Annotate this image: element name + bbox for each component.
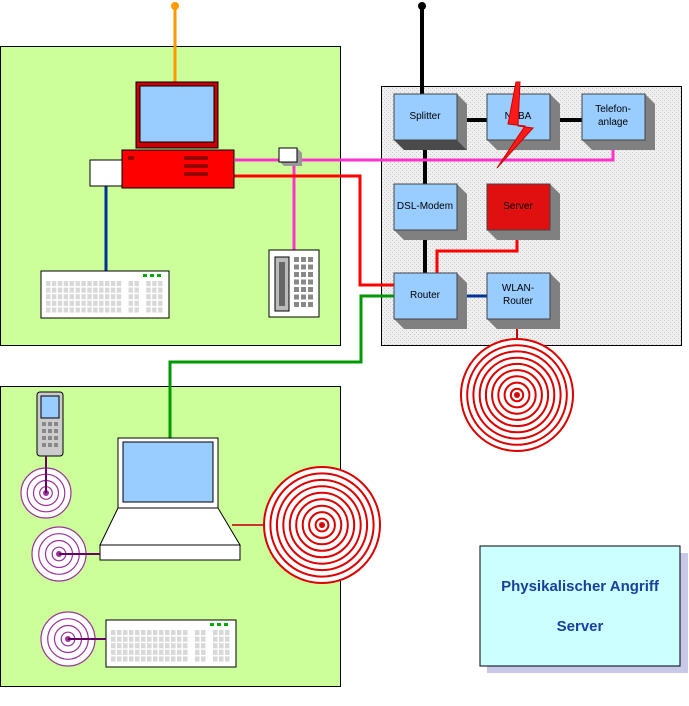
signal-rings-icon: [460, 338, 574, 452]
signal-rings-icon: [263, 466, 381, 584]
wlan-router-label-1: WLAN-: [502, 283, 534, 294]
desktop-computer-icon[interactable]: [89, 81, 235, 189]
ntba-box[interactable]: NTBA: [486, 93, 560, 150]
dsl-modem-box[interactable]: DSL-Modem: [393, 183, 467, 240]
wlan-router-box[interactable]: WLAN- Router: [486, 272, 560, 329]
mobile-phone-icon: [36, 391, 64, 457]
wlan-router-label-2: Router: [503, 296, 534, 307]
router-box[interactable]: Router: [393, 272, 467, 329]
laptop-icon[interactable]: [99, 437, 241, 561]
server-box[interactable]: Server: [486, 183, 560, 240]
telefonanlage-label-1: Telefon-: [595, 104, 631, 115]
attack-lightning-icon: [496, 81, 535, 169]
splitter-box[interactable]: Splitter: [393, 93, 467, 150]
title-box: Physikalischer Angriff Server: [479, 545, 688, 673]
title-line-2: Server: [557, 618, 604, 635]
cables: [104, 118, 615, 526]
title-line-1: Physikalischer Angriff: [501, 578, 660, 595]
splitter-label: Splitter: [409, 111, 441, 122]
telephone-icon: [268, 249, 320, 318]
device-links: [45, 456, 106, 640]
telefonanlage-box[interactable]: Telefon- anlage: [581, 93, 655, 150]
keyboard-icon: [40, 270, 170, 319]
uplink-black: [418, 2, 426, 96]
uplink-orange: [171, 2, 179, 83]
server-label: Server: [503, 201, 533, 212]
network-socket-icon: [278, 147, 302, 166]
telefonanlage-label-2: anlage: [598, 117, 628, 128]
router-label: Router: [410, 290, 441, 301]
wireless-signals: [20, 338, 574, 667]
wireless-keyboard-icon: [105, 619, 237, 668]
dsl-modem-label: DSL-Modem: [397, 201, 453, 212]
